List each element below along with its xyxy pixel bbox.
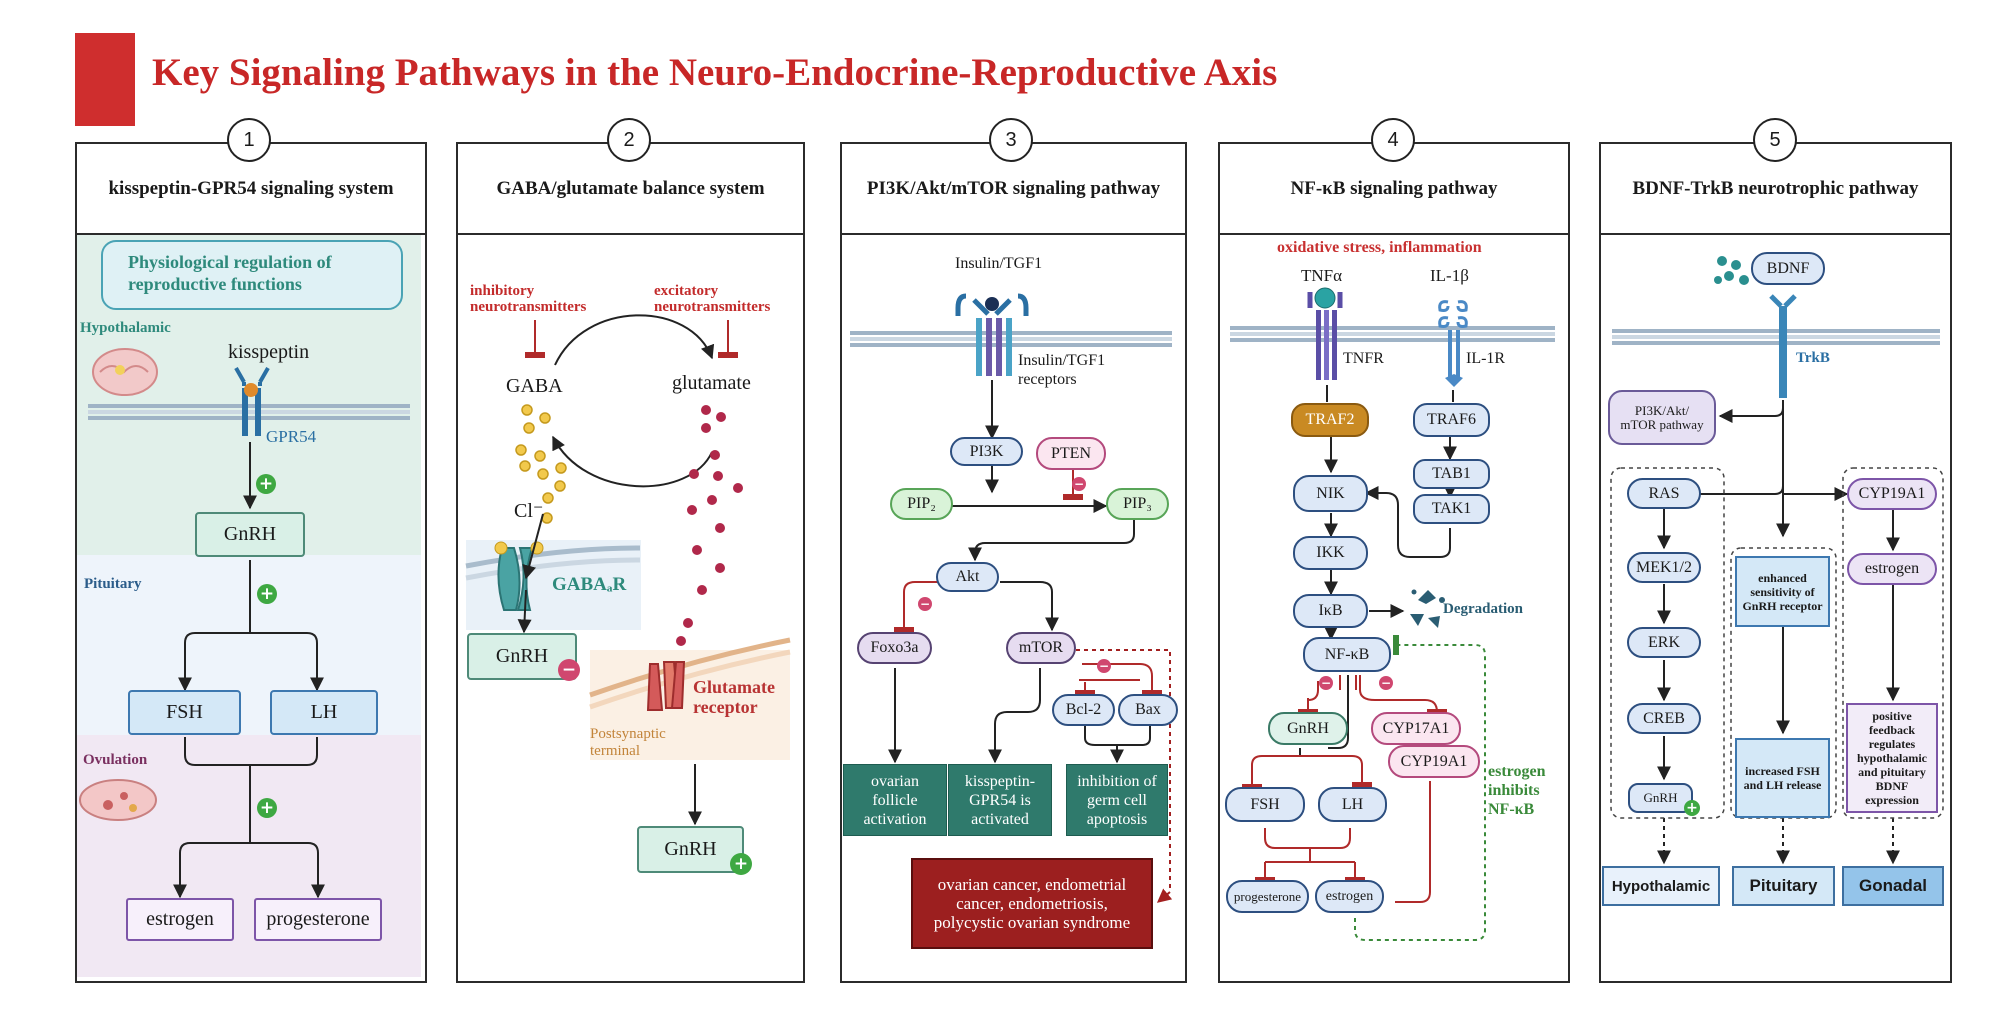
p4-progesterone-node: progesterone — [1226, 880, 1309, 913]
p4-fsh-node: FSH — [1225, 787, 1305, 822]
p1-gpr54-label: GPR54 — [266, 427, 317, 446]
p3-pip2-node: PIP₂ — [890, 488, 953, 520]
panel-2-title: GABA/glutamate balance system — [458, 144, 803, 235]
p3-output-apoptosis: inhibition of germ cell apoptosis — [1066, 764, 1168, 836]
minus-icon: − — [918, 597, 932, 611]
panel-3-title: PI3K/Akt/mTOR signaling pathway — [842, 144, 1185, 235]
p3-pip3-node: PIP₃ — [1106, 488, 1169, 520]
p4-stress-label: oxidative stress, inflammation — [1277, 239, 1482, 256]
p1-ovulation-label: Ovulation — [83, 752, 148, 768]
panel-5-number: 5 — [1753, 118, 1797, 162]
p4-tab1-node: TAB1 — [1413, 459, 1490, 489]
p5-bdnf-node: BDNF — [1751, 252, 1825, 285]
p5-erk-node: ERK — [1627, 627, 1701, 658]
p3-mtor-node: mTOR — [1006, 632, 1076, 664]
minus-icon: − — [558, 659, 580, 681]
p4-traf6-node: TRAF6 — [1413, 403, 1490, 437]
p4-cyp19-node: CYP19A1 — [1388, 745, 1480, 778]
p4-degradation-label: Degradation — [1443, 601, 1523, 617]
p2-glutamate-receptor-label: Glutamate receptor — [693, 677, 775, 717]
p3-receptor-label: Insulin/TGF1 receptors — [1018, 352, 1106, 388]
p3-output-kisspeptin: kisspeptin-GPR54 is activated — [948, 764, 1052, 836]
p4-estrogen-inhibits-label: estrogen inhibits NF-κB — [1488, 763, 1546, 818]
p5-creb-node: CREB — [1627, 703, 1701, 734]
p5-trkb-label: TrkB — [1796, 350, 1830, 366]
p4-traf2-node: TRAF2 — [1291, 403, 1369, 437]
p4-tnfr-label: TNFR — [1343, 350, 1384, 367]
p3-bcl2-node: Bcl-2 — [1052, 694, 1115, 726]
p5-enhanced-box: enhanced sensitivity of GnRH receptor — [1735, 556, 1830, 627]
p1-kisspeptin-label: kisspeptin — [228, 341, 310, 363]
panel-3-number: 3 — [989, 118, 1033, 162]
p1-physio-text: Physiological regulation of reproductive… — [128, 252, 332, 294]
p4-nik-node: NIK — [1293, 475, 1368, 512]
p1-estrogen-box: estrogen — [126, 898, 234, 941]
p5-hypothalamic-box: Hypothalamic — [1602, 866, 1720, 906]
p4-nfkb-node: NF-κB — [1303, 637, 1391, 672]
p3-ligand-label: Insulin/TGF1 — [955, 255, 1043, 272]
p4-tak1-node: TAK1 — [1413, 494, 1490, 524]
p4-estrogen-node: estrogen — [1315, 880, 1384, 913]
p1-hypothalamic-label: Hypothalamic — [80, 320, 171, 336]
p4-il1r-label: IL-1R — [1466, 350, 1506, 367]
plus-icon: + — [730, 853, 752, 875]
p4-ikk-node: IKK — [1293, 536, 1368, 570]
panel-1-number: 1 — [227, 118, 271, 162]
p5-pituitary-box: Pituitary — [1732, 866, 1835, 906]
p5-positive-box: positive feedback regulates hypothalamic… — [1846, 703, 1938, 813]
p1-gnrh-box: GnRH — [195, 512, 305, 557]
p3-foxo3a-node: Foxo3a — [857, 632, 932, 664]
p4-tnfa-label: TNFα — [1301, 266, 1343, 285]
p5-gonadal-box: Gonadal — [1842, 866, 1944, 906]
minus-icon: − — [1319, 676, 1333, 690]
p5-mek-node: MEK1/2 — [1627, 552, 1701, 583]
p2-cl-label: Cl⁻ — [514, 500, 544, 522]
p4-cyp17-node: CYP17A1 — [1371, 712, 1461, 745]
p1-pituitary-label: Pituitary — [84, 576, 142, 592]
p2-gnrh-box: GnRH — [467, 633, 577, 680]
minus-icon: − — [1072, 477, 1086, 491]
p2-glutamate-label: glutamate — [672, 372, 751, 394]
p5-cyp19-node: CYP19A1 — [1847, 478, 1937, 510]
p2-gaba-label: GABA — [506, 375, 563, 397]
p2-gnrh-output-box: GnRH — [637, 826, 744, 873]
plus-icon: + — [256, 474, 276, 494]
p4-il1b-label: IL-1β — [1430, 266, 1469, 285]
p1-fsh-box: FSH — [128, 690, 241, 735]
panel-1-title: kisspeptin-GPR54 signaling system — [77, 144, 425, 235]
p3-bax-node: Bax — [1118, 694, 1178, 726]
p5-estrogen-node: estrogen — [1847, 553, 1937, 585]
p3-pi3k-node: PI3K — [950, 437, 1023, 466]
panel-4-number: 4 — [1371, 118, 1415, 162]
p5-ras-node: RAS — [1627, 478, 1701, 509]
panel-5-title: BDNF-TrkB neurotrophic pathway — [1601, 144, 1950, 235]
panel-4-title: NF-κB signaling pathway — [1220, 144, 1568, 235]
p5-gnrh-node: GnRH — [1628, 783, 1693, 813]
p3-output-follicle: ovarian follicle activation — [843, 764, 947, 836]
title-accent-bar — [75, 33, 135, 126]
p2-excitatory-label: excitatory neurotransmitters — [654, 283, 771, 315]
p5-increased-box: increased FSH and LH release — [1735, 738, 1830, 818]
plus-icon: + — [257, 798, 277, 818]
minus-icon: − — [1097, 659, 1111, 673]
minus-icon: − — [1379, 676, 1393, 690]
p1-lh-box: LH — [270, 690, 378, 735]
p5-pi3k-node: PI3K/Akt/ mTOR pathway — [1608, 390, 1716, 445]
p2-inhibitory-label: inhibitory neurotransmitters — [470, 283, 587, 315]
panel-4: NF-κB signaling pathway — [1218, 142, 1570, 983]
panel-2-number: 2 — [607, 118, 651, 162]
p3-akt-node: Akt — [936, 562, 999, 592]
plus-icon: + — [257, 584, 277, 604]
p4-gnrh-node: GnRH — [1268, 712, 1348, 745]
p2-postsynaptic-label: Postsynaptic terminal — [590, 726, 666, 759]
p1-progesterone-box: progesterone — [254, 898, 382, 941]
plus-icon: + — [1684, 800, 1700, 816]
p4-ikb-node: IκB — [1293, 594, 1368, 628]
p2-gabaar-label: GABAₐR — [552, 574, 627, 595]
p3-pten-node: PTEN — [1036, 437, 1106, 470]
p3-disease-box: ovarian cancer, endometrial cancer, endo… — [911, 858, 1153, 949]
p4-lh-node: LH — [1318, 787, 1387, 822]
page-title: Key Signaling Pathways in the Neuro-Endo… — [152, 51, 1278, 94]
